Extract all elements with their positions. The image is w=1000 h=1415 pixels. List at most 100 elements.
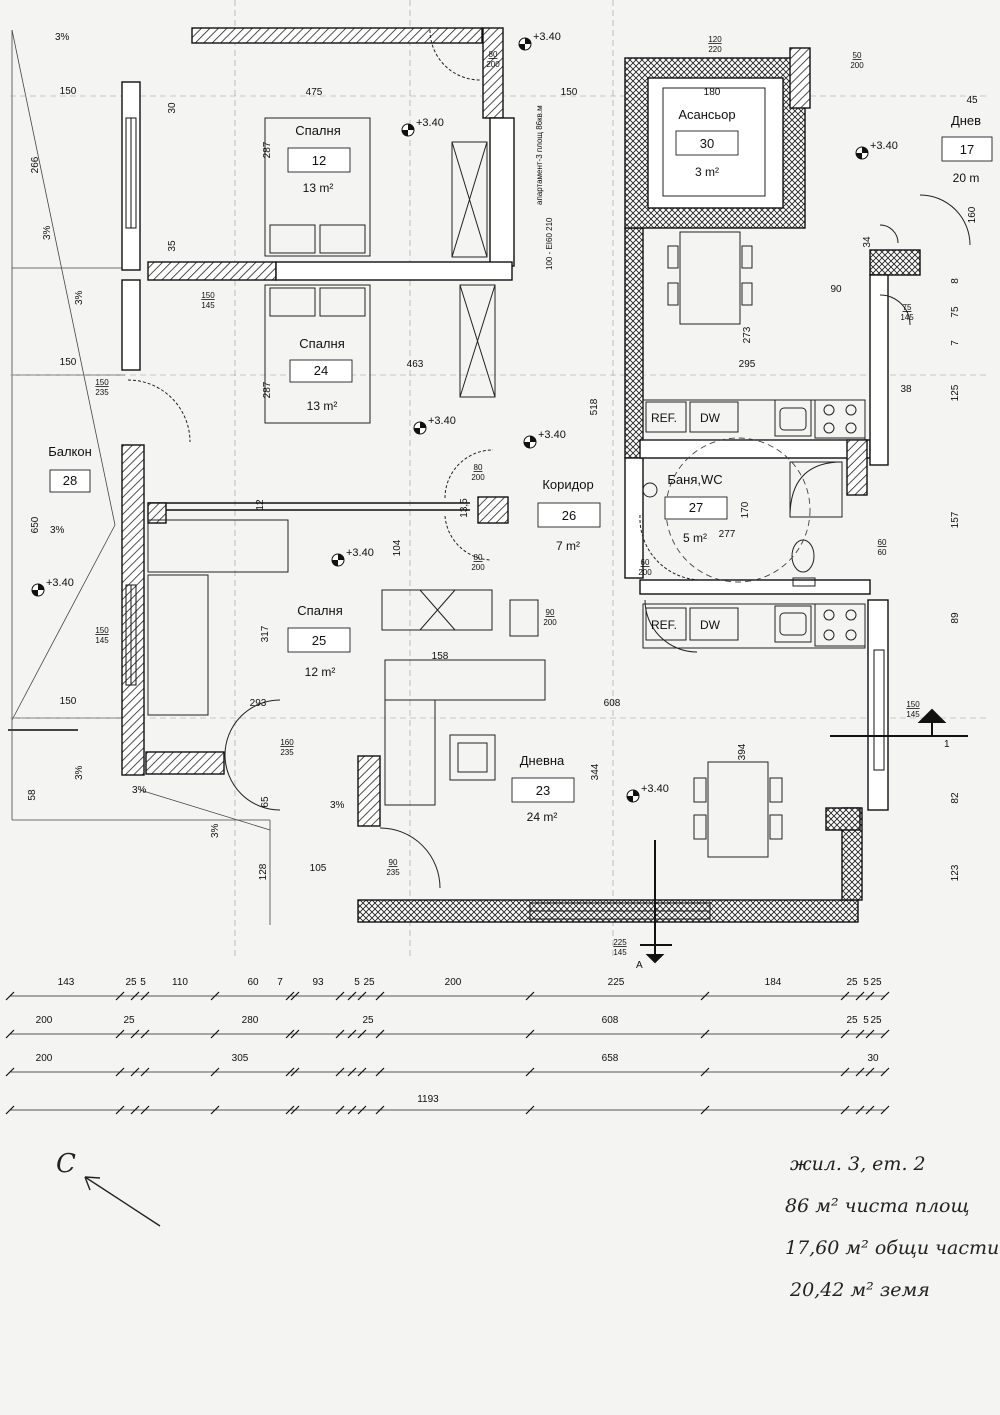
room-number: 30 — [700, 136, 714, 151]
furniture — [127, 29, 971, 889]
dim-bottom-row2: 200 — [36, 1015, 53, 1026]
dim-bottom-row1: 25 — [870, 977, 882, 988]
room-name: Спалня — [297, 603, 342, 618]
dim-inner: 34 — [862, 236, 873, 248]
elevation-value: +3.40 — [416, 117, 444, 129]
dim-right: 82 — [950, 792, 961, 804]
slope-label: 3% — [210, 823, 221, 838]
shaft-note-text: апартамент-3 площ 86кв.м — [535, 105, 544, 205]
svg-text:90: 90 — [546, 608, 555, 617]
slope-label: 3% — [55, 32, 70, 43]
room-number-box — [49, 469, 91, 493]
shaft-door-text: 100 - EI60 210 — [545, 217, 554, 270]
elevation-marker: +3.40 — [413, 415, 456, 435]
room-name: Спалня — [299, 336, 344, 351]
room-number-box — [941, 136, 993, 162]
dim-bottom-row1: 25 — [363, 977, 375, 988]
svg-text:80: 80 — [489, 50, 498, 59]
dim-bottom-row1: 143 — [58, 977, 75, 988]
dishwasher-label-1: DW — [700, 411, 721, 425]
room-number-box — [287, 147, 351, 173]
svg-text:150: 150 — [201, 291, 215, 300]
svg-text:225: 225 — [613, 938, 627, 947]
note-line-3: 17,60 м² общи части — [785, 1237, 999, 1259]
note-line-2: 86 м² чиста площ — [785, 1195, 970, 1217]
room-area: 20 m — [953, 171, 980, 185]
dim-bottom-row1: 25 — [846, 977, 858, 988]
room-number-box — [511, 777, 575, 803]
dim-bottom-row1: 184 — [765, 977, 782, 988]
svg-text:60: 60 — [878, 548, 887, 557]
dimension-lines — [10, 995, 885, 1111]
dim-bottom-row2: 608 — [602, 1015, 619, 1026]
dim-inner: 317 — [260, 625, 271, 642]
fridge-label-1: REF. — [651, 411, 677, 425]
svg-text:235: 235 — [280, 748, 294, 757]
dim-bottom-row3: 305 — [232, 1053, 249, 1064]
dim-left: 266 — [30, 156, 41, 173]
dim-inner: 273 — [742, 326, 753, 343]
slope-label: 3% — [74, 765, 85, 780]
svg-text:200: 200 — [543, 618, 557, 627]
svg-text:90: 90 — [389, 858, 398, 867]
svg-text:80: 80 — [474, 463, 483, 472]
dim-right: 160 — [967, 206, 978, 223]
elevation-value: +3.40 — [641, 783, 669, 795]
dim-inner: 344 — [590, 763, 601, 780]
dim-inner: 13,5 — [459, 498, 470, 518]
dim-bottom-row1: 5 — [140, 977, 146, 988]
dishwasher-label-2: DW — [700, 618, 721, 632]
slope-label: 3% — [74, 290, 85, 305]
room-number: 25 — [312, 633, 326, 648]
dim-right: 123 — [950, 864, 961, 881]
svg-text:60: 60 — [878, 538, 887, 547]
room-number: 23 — [536, 783, 550, 798]
room-name: Спалня — [295, 123, 340, 138]
slope-markers: 3%3%3%3%3%3%3%3% — [42, 32, 345, 838]
dim-top: 180 — [704, 87, 721, 98]
svg-text:160: 160 — [280, 738, 294, 747]
room-number: 12 — [312, 153, 326, 168]
room-name: Коридор — [542, 477, 593, 492]
room-number: 27 — [689, 500, 703, 515]
room-name: Днев — [951, 113, 981, 128]
elevation-value: +3.40 — [46, 577, 74, 589]
room-area: 7 m² — [556, 539, 580, 553]
dim-inner: 12 — [255, 499, 266, 511]
shaft-note: апартамент-3 площ 86кв.м 100 - EI60 210 — [535, 105, 554, 270]
room-number-box — [664, 496, 728, 520]
dim-inner: 394 — [737, 743, 748, 760]
dim-inner: 277 — [719, 529, 736, 540]
dim-inner: 295 — [739, 359, 756, 370]
room-area: 13 m² — [303, 181, 334, 195]
svg-text:145: 145 — [95, 636, 109, 645]
svg-text:150: 150 — [95, 378, 109, 387]
dim-inner: 293 — [250, 698, 267, 709]
dim-bottom-row2: 25 — [846, 1015, 858, 1026]
section-mark-a: A — [636, 960, 643, 971]
dim-bottom-row1: 200 — [445, 977, 462, 988]
room-name: Балкон — [48, 444, 92, 459]
dim-bottom-row1: 225 — [608, 977, 625, 988]
svg-text:150: 150 — [906, 700, 920, 709]
svg-text:150: 150 — [95, 626, 109, 635]
dim-bottom-row3: 200 — [36, 1053, 53, 1064]
dim-inner: 105 — [310, 863, 327, 874]
section-mark-1: 1 — [944, 739, 950, 750]
elevation-marker: +3.40 — [401, 117, 444, 137]
slope-label: 3% — [132, 785, 147, 796]
dim-right: 89 — [950, 612, 961, 624]
elevation-marker: +3.40 — [518, 31, 561, 51]
